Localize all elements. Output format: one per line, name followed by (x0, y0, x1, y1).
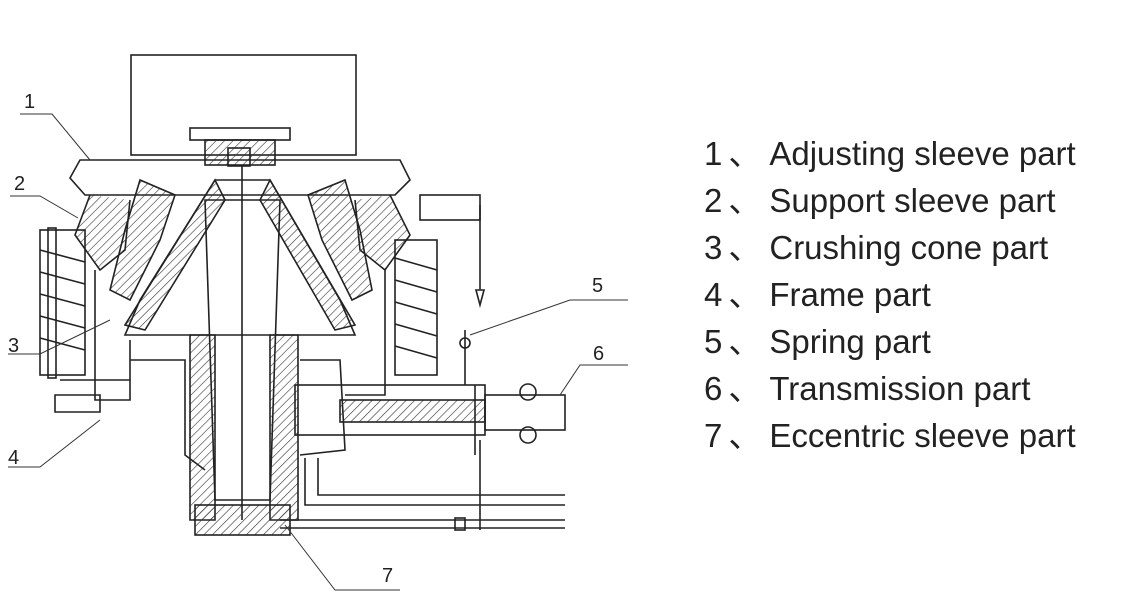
spring-right (394, 239, 438, 376)
spring-left (39, 227, 86, 379)
legend-number: 2 (704, 182, 723, 219)
callout-4: 4 (8, 447, 19, 469)
callout-7: 7 (382, 565, 393, 587)
legend-label: Support sleeve part (769, 182, 1056, 219)
bowl-liner (109, 178, 373, 302)
legend-separator: 、 (728, 323, 762, 360)
legend-number: 6 (704, 370, 723, 407)
legend-item: 6、Transmission part (704, 367, 1076, 414)
callout-1: 1 (24, 91, 35, 113)
legend-separator: 、 (728, 182, 762, 219)
legend-label: Frame part (769, 276, 931, 313)
leader-lines (8, 113, 628, 591)
callout-6: 6 (593, 343, 604, 365)
cone-crusher-drawing: 1 2 3 4 5 6 7 (8, 54, 628, 591)
legend-label: Adjusting sleeve part (769, 135, 1076, 172)
legend-label: Spring part (769, 323, 931, 360)
top-cap (189, 127, 291, 167)
oil-pipes (280, 440, 565, 531)
legend-label: Transmission part (769, 370, 1031, 407)
legend-number: 4 (704, 276, 723, 313)
legend-item: 2、Support sleeve part (704, 179, 1076, 226)
legend-label: Eccentric sleeve part (769, 417, 1076, 454)
legend-label: Crushing cone part (769, 229, 1049, 266)
legend-number: 7 (704, 417, 723, 454)
parts-legend: 1、Adjusting sleeve part 2、Support sleeve… (704, 132, 1076, 461)
legend-item: 3、Crushing cone part (704, 226, 1076, 273)
legend-item: 1、Adjusting sleeve part (704, 132, 1076, 179)
legend-separator: 、 (728, 229, 762, 266)
legend-number: 1 (704, 135, 723, 172)
adjusting-rod (419, 194, 486, 385)
crushing-cone (123, 165, 357, 520)
main-shaft (189, 199, 299, 536)
callout-2: 2 (14, 173, 25, 195)
legend-item: 4、Frame part (704, 273, 1076, 320)
legend-separator: 、 (728, 370, 762, 407)
legend-separator: 、 (728, 135, 762, 172)
legend-separator: 、 (728, 417, 762, 454)
legend-item: 7、Eccentric sleeve part (704, 414, 1076, 461)
legend-number: 3 (704, 229, 723, 266)
legend-item: 5、Spring part (704, 320, 1076, 367)
legend-separator: 、 (728, 276, 762, 313)
legend-number: 5 (704, 323, 723, 360)
adjusting-sleeve (69, 159, 411, 272)
transmission-shaft (294, 383, 566, 455)
callout-5: 5 (592, 275, 603, 297)
callout-3: 3 (8, 335, 19, 357)
